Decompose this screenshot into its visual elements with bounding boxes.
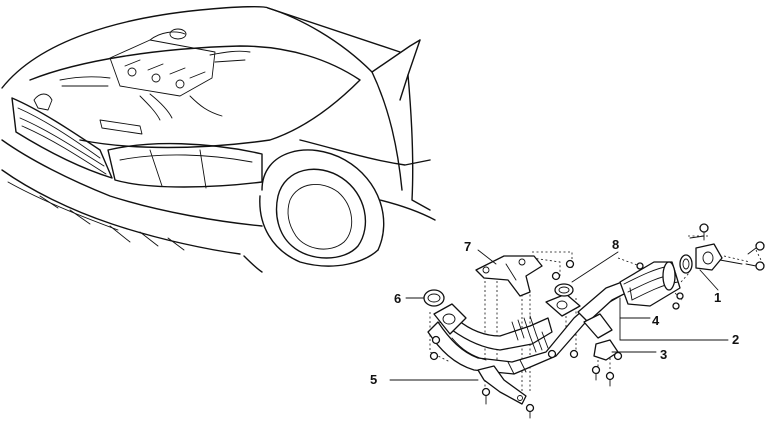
bolts-top-right: [689, 223, 765, 271]
bracket-3: [593, 339, 619, 361]
callout-7: 7: [464, 239, 471, 254]
windshield-pillar: [267, 7, 421, 73]
engine-block: [59, 28, 251, 135]
front-bumper: [1, 139, 263, 255]
callout-2: 2: [732, 332, 739, 347]
callout-5: 5: [370, 372, 377, 387]
car-front-illustration: [1, 5, 436, 273]
callout-3: 3: [660, 347, 667, 362]
side-crease: [299, 139, 431, 166]
callout-1: 1: [714, 290, 721, 305]
hood-opening: [29, 45, 361, 149]
exhaust-manifold-flange: [695, 243, 723, 271]
gasket-6: [423, 289, 445, 307]
fasteners: [429, 259, 684, 419]
gasket-8: [554, 283, 574, 297]
bracket-7: [475, 255, 543, 297]
bracket-5: [477, 365, 527, 405]
catalytic-converter: [619, 261, 681, 307]
front-grille: [11, 93, 113, 179]
hood-edge: [1, 5, 401, 89]
callout-4: 4: [652, 313, 660, 328]
callout-6: 6: [394, 291, 401, 306]
door-line: [407, 74, 431, 211]
mid-pipe: [577, 281, 629, 339]
rocker-line: [379, 199, 436, 221]
leader-lines: [389, 249, 729, 381]
front-wheel: [243, 149, 385, 273]
headlight: [107, 142, 263, 188]
exhaust-assembly: 1 2 3 4 5 6 7 8: [370, 223, 765, 419]
gasket-1: [679, 254, 693, 274]
callout-labels: 1 2 3 4 5 6 7 8: [370, 237, 739, 387]
callout-8: 8: [612, 237, 619, 252]
fender-top: [371, 71, 403, 191]
front-exhaust-pipe: [427, 283, 621, 375]
